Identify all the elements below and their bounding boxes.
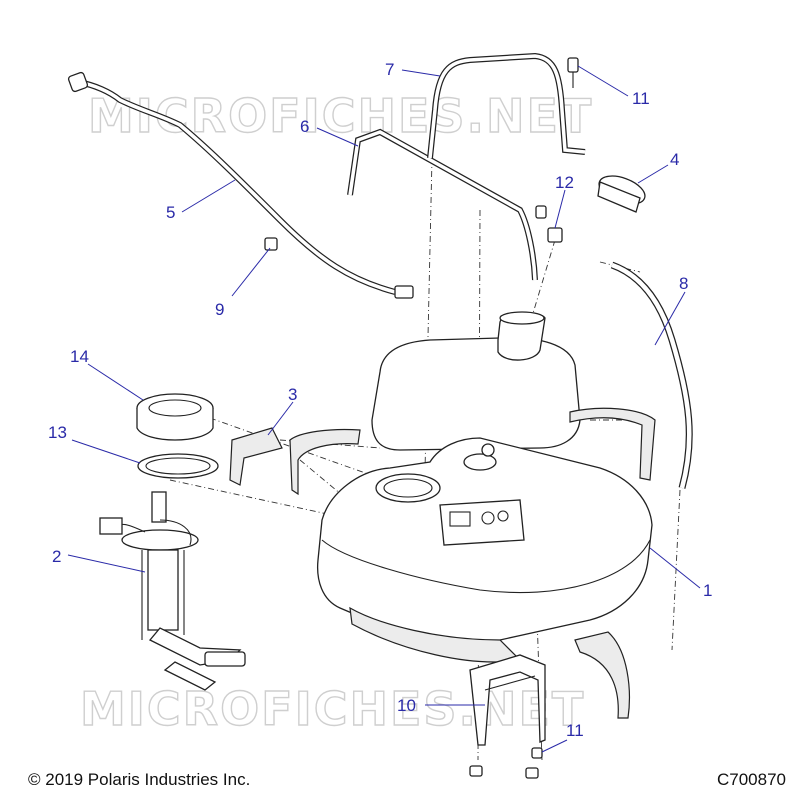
pump-lock-ring [136, 393, 214, 441]
callout-1: 1 [703, 581, 712, 600]
watermark-bottom: MICROFICHES.NET [80, 682, 585, 736]
bolt-11-bottom-c [531, 747, 543, 759]
figure-number: C700870 [716, 770, 786, 789]
callout-2: 2 [52, 547, 61, 566]
bolt-11-top [567, 57, 579, 73]
fuel-cap [597, 175, 646, 213]
pump-gasket [137, 453, 219, 479]
fitting-9 [264, 237, 278, 251]
callout-8: 8 [679, 274, 688, 293]
fuel-pump-assembly [99, 491, 246, 691]
callout-3: 3 [288, 385, 297, 404]
callout-7: 7 [385, 60, 394, 79]
fasteners [264, 57, 579, 779]
bolt-12a [535, 205, 547, 219]
tank-strap-rear [427, 52, 586, 159]
fuel-tank [316, 311, 653, 663]
callout-12: 12 [555, 173, 574, 192]
fill-hose [67, 71, 414, 299]
callout-leaders [67, 65, 701, 753]
alignment-lines [169, 157, 681, 761]
watermark-top: MICROFICHES.NET [88, 89, 593, 143]
callout-9: 9 [215, 300, 224, 319]
bolt-11-bottom-b [525, 767, 539, 779]
callout-13: 13 [48, 423, 67, 442]
nut-12b [547, 227, 563, 243]
callout-10: 10 [397, 696, 416, 715]
mounting-bracket [469, 654, 546, 746]
callout-5: 5 [166, 203, 175, 222]
copyright-notice: © 2019 Polaris Industries Inc. [28, 770, 251, 789]
callout-14: 14 [70, 347, 89, 366]
tank-strap-front [347, 128, 538, 281]
callout-4: 4 [670, 150, 679, 169]
heat-shield-pads [229, 407, 656, 719]
vent-hose [610, 261, 693, 489]
bolt-11-bottom-a [469, 765, 483, 777]
callout-11-bottom: 11 [566, 721, 584, 740]
callout-11-top: 11 [632, 89, 650, 108]
callout-6: 6 [300, 117, 309, 136]
